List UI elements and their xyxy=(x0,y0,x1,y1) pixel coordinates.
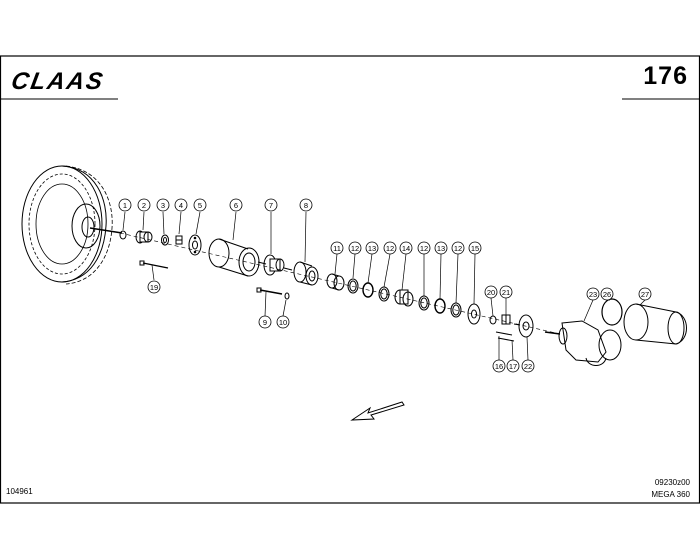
callout-label: 26 xyxy=(603,290,611,299)
part-2 xyxy=(135,230,153,244)
callout-7 xyxy=(264,198,278,212)
part-26 xyxy=(601,298,623,326)
part-27 xyxy=(623,303,687,345)
callout-label: 10 xyxy=(279,318,287,327)
callout-26 xyxy=(600,287,614,301)
flywheel xyxy=(21,165,123,285)
callout-label: 11 xyxy=(333,244,341,253)
doc-number: 104961 xyxy=(6,487,33,496)
callout-8 xyxy=(299,198,313,212)
callout-label: 6 xyxy=(234,201,238,210)
callout-12c xyxy=(417,241,431,255)
part-23 xyxy=(544,320,622,366)
callout-label: 19 xyxy=(150,283,158,292)
callout-27 xyxy=(638,287,652,301)
callout-label: 1 xyxy=(123,201,127,210)
ring-12-b xyxy=(378,286,390,302)
callout-label: 4 xyxy=(179,201,183,210)
callout-4 xyxy=(174,198,188,212)
part-3 xyxy=(161,234,169,246)
callout-22 xyxy=(521,359,535,373)
callout-11 xyxy=(330,241,344,255)
callout-23 xyxy=(586,287,600,301)
part-15 xyxy=(467,303,481,325)
callout-label: 3 xyxy=(161,201,165,210)
part-1 xyxy=(119,230,127,240)
callout-label: 5 xyxy=(198,201,202,210)
callout-12d xyxy=(451,241,465,255)
part-21 xyxy=(501,314,511,325)
part-4 xyxy=(175,235,183,245)
callout-label: 12 xyxy=(351,244,359,253)
callout-label: 27 xyxy=(641,290,649,299)
part-16-17 xyxy=(495,331,515,342)
callout-label: 2 xyxy=(142,201,146,210)
ring-12-a xyxy=(347,278,359,294)
callout-label: 15 xyxy=(471,244,479,253)
callout-2 xyxy=(137,198,151,212)
part-14 xyxy=(394,289,414,307)
callout-12a xyxy=(348,241,362,255)
model-name: MEGA 360 xyxy=(651,490,690,499)
drawing-code: 09230z00 xyxy=(654,478,690,487)
callout-16 xyxy=(492,359,506,373)
leader-lines xyxy=(122,211,646,361)
callout-5 xyxy=(193,198,207,212)
callout-label: 21 xyxy=(502,288,510,297)
page-number: 176 xyxy=(643,62,688,90)
callout-label: 12 xyxy=(386,244,394,253)
assembly-axis xyxy=(119,232,561,335)
callout-label: 20 xyxy=(487,288,495,297)
callout-3 xyxy=(156,198,170,212)
callout-label: 12 xyxy=(420,244,428,253)
callout-15 xyxy=(468,241,482,255)
part-10 xyxy=(284,292,290,300)
part-11 xyxy=(326,273,345,291)
callout-19 xyxy=(147,280,161,294)
callout-13b xyxy=(434,241,448,255)
callout-label: 7 xyxy=(269,201,273,210)
callout-6 xyxy=(229,198,243,212)
callout-17 xyxy=(506,359,520,373)
callout-label: 17 xyxy=(509,362,517,371)
callout-13a xyxy=(365,241,379,255)
callout-label: 16 xyxy=(495,362,503,371)
callout-label: 23 xyxy=(589,290,597,299)
callout-label: 14 xyxy=(402,244,410,253)
callout-12b xyxy=(383,241,397,255)
part-20 xyxy=(489,315,497,325)
part-6 xyxy=(208,238,260,277)
page-frame xyxy=(0,55,700,504)
callout-9 xyxy=(258,315,272,329)
callout-14 xyxy=(399,241,413,255)
callout-21 xyxy=(499,285,513,299)
part-22 xyxy=(513,314,534,338)
callout-1 xyxy=(118,198,132,212)
claas-logo: CLAAS xyxy=(9,68,106,95)
circlip-13-b xyxy=(434,298,446,314)
callout-10 xyxy=(276,315,290,329)
callouts xyxy=(118,198,652,373)
part-9 xyxy=(256,287,283,295)
callout-label: 22 xyxy=(524,362,532,371)
callout-label: 13 xyxy=(437,244,445,253)
part-7 xyxy=(257,254,293,276)
part-5 xyxy=(188,234,202,256)
part-19 xyxy=(139,260,169,269)
callout-label: 13 xyxy=(368,244,376,253)
callout-label: 8 xyxy=(304,201,308,210)
callout-label: 9 xyxy=(263,318,267,327)
callout-20 xyxy=(484,285,498,299)
direction-arrow-icon xyxy=(350,401,405,421)
callout-label: 12 xyxy=(454,244,462,253)
